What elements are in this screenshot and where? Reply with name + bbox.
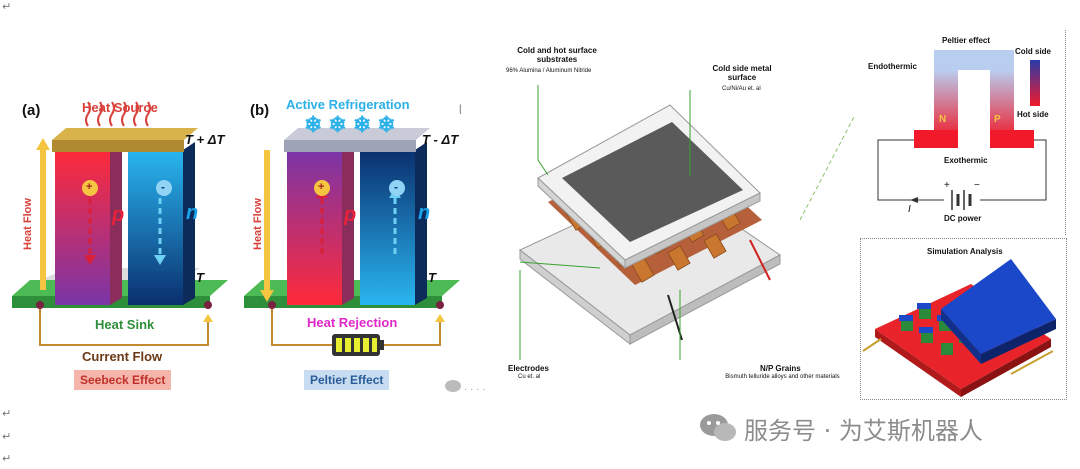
cold-side-title: Cold side metal surface: [712, 64, 772, 82]
active-refrigeration-label: Active Refrigeration: [286, 97, 410, 112]
battery-plus: +: [944, 180, 950, 191]
positive-charge: +: [86, 181, 93, 193]
heat-flow-label: Heat Flow: [22, 198, 34, 250]
p-leg-label: P: [994, 114, 1001, 125]
n-type-label: n: [186, 202, 199, 224]
panel-divider-mark: |: [459, 104, 462, 115]
substrates-title: Cold and hot surface substrates: [517, 46, 597, 64]
p-type-label: p: [112, 204, 125, 226]
hot-side-label: Hot side: [1017, 110, 1049, 119]
zoom-leader-lines: [800, 114, 856, 221]
peltier-illustration: [244, 128, 460, 356]
tec-module-illustration: [519, 85, 781, 360]
paragraph-mark: ↵: [2, 407, 12, 420]
paragraph-mark: ↵: [2, 0, 12, 13]
bottom-temperature-label: T: [428, 270, 436, 285]
top-temperature-label: T - ΔT: [422, 132, 459, 147]
panel-a-tag: (a): [22, 102, 41, 119]
cold-side-label: Cold side: [1015, 47, 1052, 56]
watermark-dots: · · · ·: [464, 384, 486, 395]
heat-sink-label: Heat Sink: [95, 317, 155, 332]
current-flow-label: Current Flow: [82, 349, 163, 364]
panel-b-tag: (b): [250, 102, 270, 119]
wechat-logo-icon: [700, 414, 736, 441]
tec-module-diagram: Cold and hot surface substrates 96% Alum…: [500, 30, 840, 400]
seebeck-diagram: (a) Heat Source T + ΔT Heat Flow + - p n…: [0, 0, 240, 400]
peltier-circuit-diagram: Peltier effect Endothermic Cold side Hot…: [860, 30, 1066, 235]
snowflake-icons: ❄❄❄❄: [304, 112, 402, 137]
peltier-diagram: (b) Active Refrigeration ❄❄❄❄ T - ΔT Hea…: [232, 0, 472, 400]
n-leg-label: N: [939, 114, 947, 125]
heat-source-label: Heat Source: [82, 100, 158, 115]
heat-rejection-label: Heat Rejection: [307, 315, 398, 330]
positive-charge: +: [318, 181, 325, 193]
peltier-circuit-illustration: [877, 50, 1047, 210]
watermark-text: 服务号 · 为艾斯机器人: [744, 416, 983, 445]
cold-side-subtitle: Cu/Ni/Au et. al: [722, 86, 761, 92]
seebeck-illustration: [12, 101, 228, 346]
top-temperature-label: T + ΔT: [185, 132, 225, 147]
watermark: 服务号 · 为艾斯机器人: [698, 408, 983, 448]
simulation-panel: Simulation Analysis: [860, 238, 1067, 400]
heat-flow-label: Heat Flow: [252, 198, 264, 250]
electrodes-subtitle: Cu et. al: [518, 374, 541, 380]
grains-subtitle: Bismuth telluride alloys and other mater…: [725, 374, 840, 380]
dc-power-label: DC power: [944, 214, 982, 223]
paragraph-mark: ↵: [2, 452, 12, 465]
exothermic-label: Exothermic: [944, 156, 988, 165]
simulation-render: [862, 259, 1056, 397]
peltier-effect-title: Peltier effect: [942, 36, 991, 45]
battery-minus: −: [974, 180, 980, 191]
negative-charge: -: [161, 180, 165, 194]
simulation-title: Simulation Analysis: [927, 247, 1003, 256]
p-type-label: p: [344, 204, 357, 226]
seebeck-effect-badge: Seebeck Effect: [74, 370, 172, 390]
paragraph-mark: ↵: [2, 430, 12, 443]
current-label: I: [908, 204, 911, 215]
endothermic-label: Endothermic: [868, 62, 917, 71]
negative-charge: -: [394, 180, 398, 194]
n-type-label: n: [418, 202, 431, 224]
wechat-icon: [445, 380, 461, 392]
electrodes-title: Electrodes: [508, 364, 549, 373]
bottom-temperature-label: T: [196, 270, 204, 285]
peltier-effect-badge: Peltier Effect: [304, 370, 390, 390]
substrates-subtitle: 96% Alumina / Aluminum Nitride: [506, 68, 592, 74]
grains-title: N/P Grains: [760, 364, 801, 373]
